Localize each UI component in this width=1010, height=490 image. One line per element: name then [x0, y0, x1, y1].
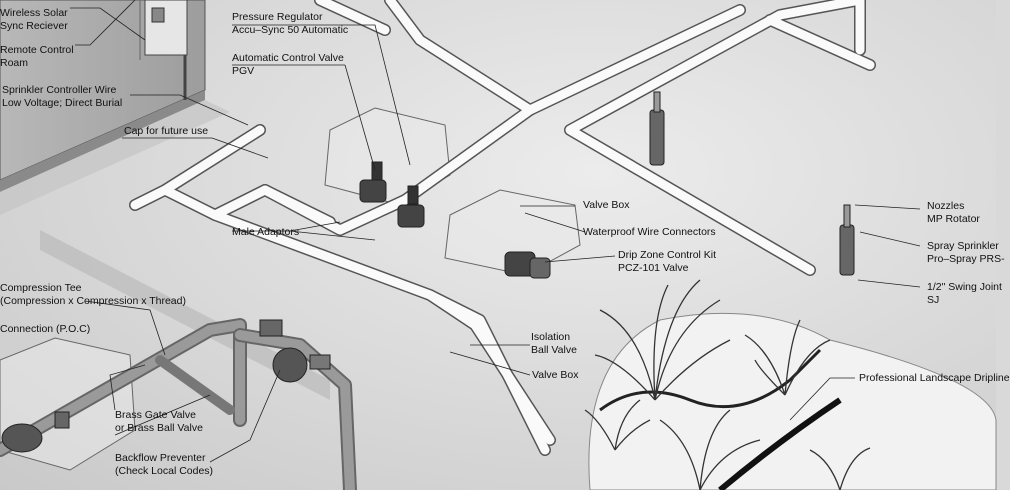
label-valve-box-top: Valve Box	[583, 199, 630, 211]
label-compression-tee: Compression Tee(Compression x Compressio…	[0, 282, 186, 307]
label-dripline: Professional Landscape Dripline	[859, 372, 1010, 384]
label-cap: Cap for future use	[124, 125, 209, 137]
label-valve-box-bottom: Valve Box	[532, 369, 579, 381]
spray-sprinklers	[649, 91, 855, 276]
water-meter	[1, 411, 70, 453]
label-male-adaptors: Male Adaptors	[232, 226, 300, 238]
planter-bed	[588, 312, 997, 490]
controller-box	[144, 0, 188, 100]
backflow-preventer	[259, 319, 331, 383]
ornamental-grasses	[584, 279, 871, 490]
leader-lines	[70, 0, 921, 463]
label-poc: Connection (P.O.C)	[0, 323, 91, 335]
control-valves	[359, 161, 551, 279]
label-waterproof-connectors: Waterproof Wire Connectors	[583, 226, 716, 238]
label-backflow-preventer: Backflow Preventer(Check Local Codes)	[115, 452, 214, 477]
pvc-pipes	[129, 0, 876, 456]
